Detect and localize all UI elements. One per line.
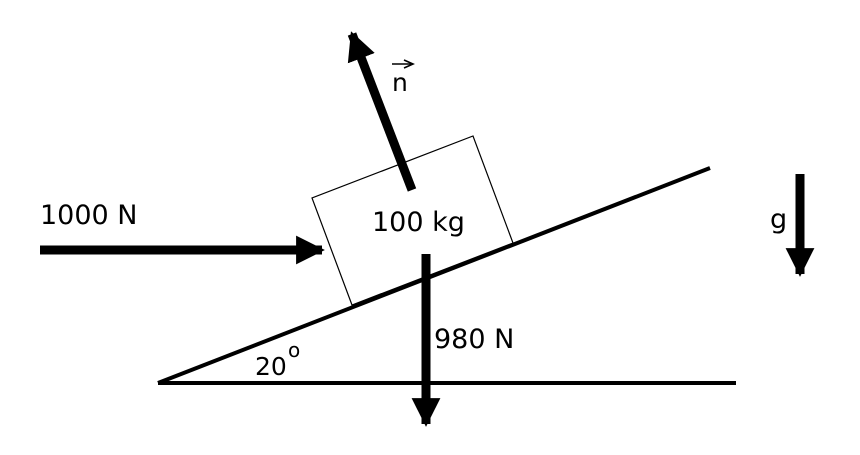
gravity-label: g	[770, 204, 787, 235]
mass-label: 100 kg	[372, 207, 465, 238]
angle-degree-mark: o	[288, 338, 300, 362]
incline-line	[157, 166, 711, 385]
block	[311, 135, 514, 306]
vector-overarrow-head	[403, 59, 415, 69]
weight-label: 980 N	[434, 324, 514, 355]
normal-force-arrow	[347, 31, 417, 192]
normal-vector-label: n	[392, 68, 408, 97]
applied-force-label: 1000 N	[40, 200, 138, 231]
angle-label: 20	[255, 352, 287, 381]
